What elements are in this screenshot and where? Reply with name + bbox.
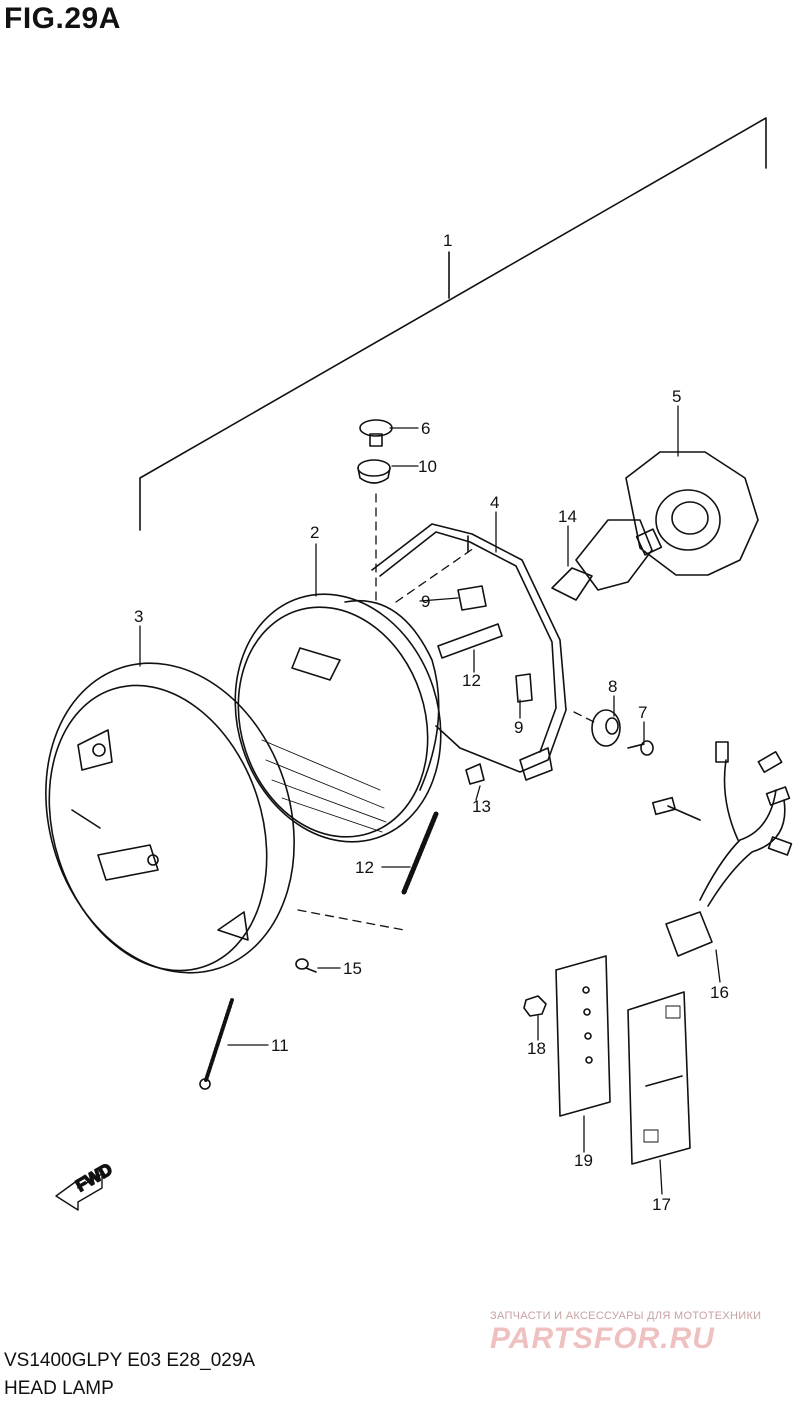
callout-16: 16 bbox=[710, 983, 729, 1002]
callout-18: 18 bbox=[527, 1039, 546, 1058]
callout-12b: 12 bbox=[355, 858, 374, 877]
part-5-bulb-cover bbox=[625, 451, 759, 576]
fwd-arrow-icon: FWD bbox=[55, 1159, 116, 1211]
callout-1: 1 bbox=[443, 231, 452, 250]
callout-4: 4 bbox=[490, 493, 499, 512]
callout-10: 10 bbox=[418, 457, 437, 476]
part-13-nut bbox=[465, 763, 485, 785]
part-6-screw bbox=[359, 419, 393, 447]
callout-3: 3 bbox=[134, 607, 143, 626]
part-18-nut bbox=[523, 995, 547, 1017]
callout-15: 15 bbox=[343, 959, 362, 978]
callout-labels: 1 2 3 4 5 6 7 8 9 9 10 11 12 12 13 14 15… bbox=[134, 231, 729, 1214]
part-19-plate bbox=[555, 955, 611, 1117]
part-15-screw bbox=[295, 958, 317, 973]
callout-12a: 12 bbox=[462, 671, 481, 690]
part-10-grommet bbox=[357, 459, 391, 484]
part-2-lens bbox=[234, 593, 442, 843]
part-12-spring bbox=[401, 811, 439, 895]
callout-13: 13 bbox=[472, 797, 491, 816]
part-7-screw bbox=[627, 740, 654, 756]
part-3-rim bbox=[45, 662, 295, 974]
callout-6: 6 bbox=[421, 419, 430, 438]
dashed-assembly-lines bbox=[297, 493, 595, 931]
leader-lines bbox=[139, 405, 721, 1195]
callout-7: 7 bbox=[638, 703, 647, 722]
part-11-screw bbox=[199, 998, 234, 1090]
callout-11: 11 bbox=[271, 1036, 289, 1055]
section-title: HEAD LAMP bbox=[4, 1378, 114, 1399]
callout-17: 17 bbox=[652, 1195, 671, 1214]
callout-9a: 9 bbox=[421, 592, 430, 611]
callout-2: 2 bbox=[310, 523, 319, 542]
callout-8: 8 bbox=[608, 677, 617, 696]
callout-19: 19 bbox=[574, 1151, 593, 1170]
part-8-grommet bbox=[591, 709, 621, 747]
part-17-reflector bbox=[627, 991, 691, 1165]
figure-title: FIG.29A bbox=[4, 2, 121, 35]
fwd-label: FWD bbox=[73, 1160, 116, 1196]
model-code: VS1400GLPY E03 E28_029A bbox=[4, 1350, 256, 1371]
watermark-logo: PARTSFOR.RU bbox=[490, 1322, 715, 1355]
part-16-harness bbox=[651, 741, 793, 957]
callout-5: 5 bbox=[672, 387, 681, 406]
callout-14: 14 bbox=[558, 507, 577, 526]
part-14-bulb bbox=[551, 519, 663, 601]
assembly-bracket-line bbox=[139, 117, 767, 531]
callout-9b: 9 bbox=[514, 718, 523, 737]
watermark-caption: ЗАПЧАСТИ И АКСЕССУАРЫ ДЛЯ МОТОТЕХНИКИ bbox=[490, 1310, 762, 1322]
part-4-bracket bbox=[371, 523, 567, 781]
